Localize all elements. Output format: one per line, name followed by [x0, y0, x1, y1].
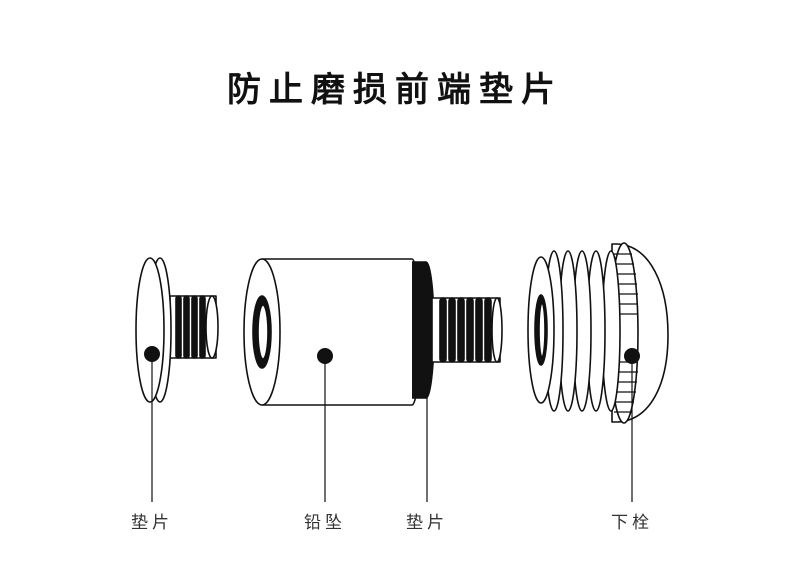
label-lead-weight: 铅坠	[304, 513, 346, 533]
label-plug: 下栓	[611, 513, 653, 533]
washer-left-part	[135, 257, 219, 403]
plug-knurl	[614, 253, 638, 413]
label-washer-right: 垫片	[406, 513, 448, 533]
callout-washer-left	[144, 346, 160, 502]
plug-part	[527, 242, 669, 424]
washer-left-threads	[175, 295, 219, 359]
lead-weight-threads	[439, 297, 503, 363]
page-title: 防止磨损前端垫片	[227, 70, 563, 110]
lead-weight-part	[243, 258, 503, 406]
label-washer-left: 垫片	[131, 513, 173, 533]
callout-lead-weight	[317, 348, 333, 502]
callout-plug	[624, 348, 640, 502]
